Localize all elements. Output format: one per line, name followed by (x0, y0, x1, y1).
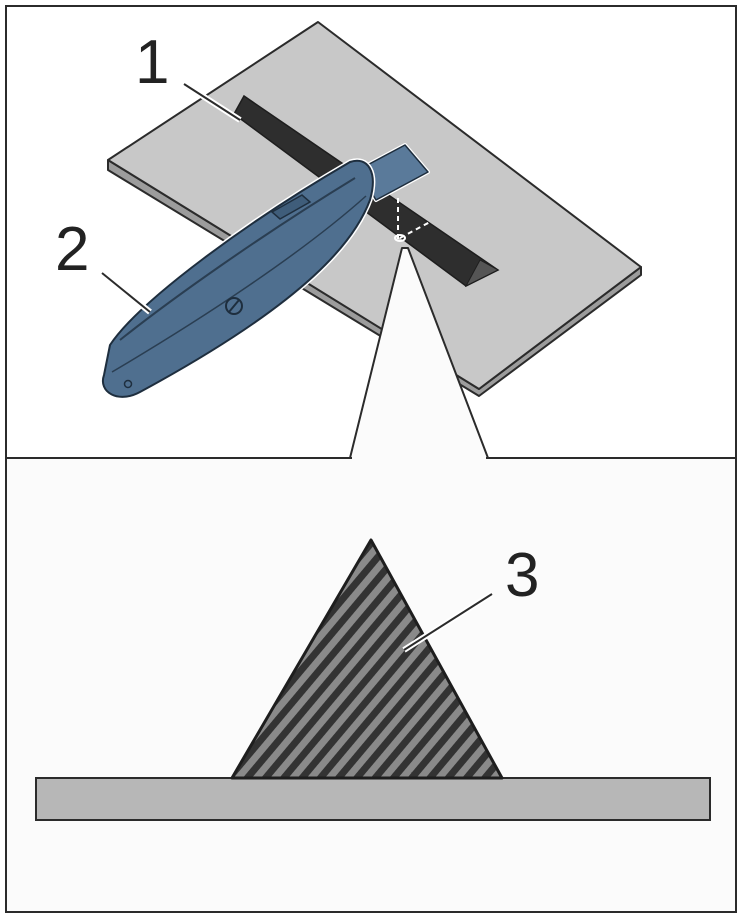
cut-point (394, 234, 406, 242)
detail-view: 3 (5, 247, 737, 913)
callout-1: 1 (135, 28, 169, 97)
leader-3-line (403, 593, 493, 651)
leader-2-line (101, 272, 151, 313)
base-bar (35, 777, 711, 821)
knife-screw (225, 297, 243, 315)
knife-body-outline (101, 159, 374, 398)
knife-slider (270, 194, 312, 220)
callout-3: 3 (505, 541, 539, 610)
hatched-profile (230, 538, 504, 780)
top-scene: 1 2 (46, 21, 642, 400)
utility-knife (100, 143, 430, 400)
knife-ridge (119, 177, 356, 341)
knife-hole (123, 379, 133, 389)
callout-2-bg (46, 215, 106, 283)
callout-2: 2 (55, 215, 89, 284)
knife-screw-slot (228, 299, 240, 313)
cut-marks (397, 198, 431, 240)
callout-1-bg (122, 28, 184, 96)
leader-1-line (183, 83, 241, 121)
dark-strip-end (464, 259, 500, 288)
knife-seam (111, 195, 367, 373)
